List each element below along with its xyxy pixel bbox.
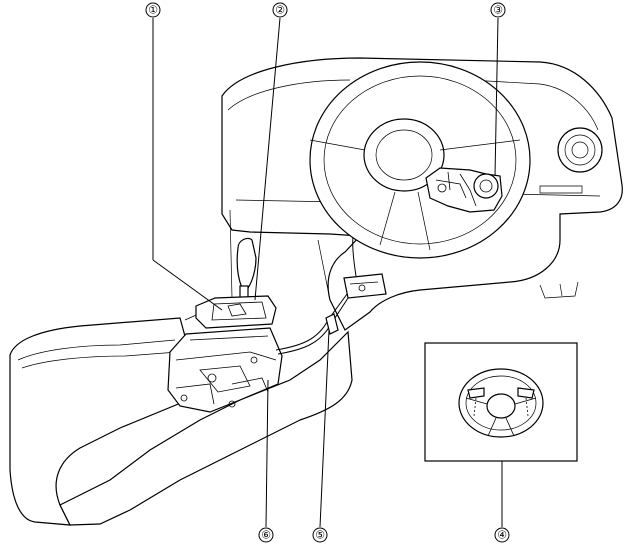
callout-4-label: ④ [497,529,507,542]
callout-6: ⑥ [258,527,274,543]
callout-5-label: ⑤ [315,529,325,542]
steering-paddle-inset [424,342,578,462]
callout-6-label: ⑥ [261,529,271,542]
callout-2: ② [272,2,288,18]
callout-1-label: ① [148,4,158,17]
callout-3: ③ [490,2,506,18]
shift-lever-assembly [167,237,283,413]
callout-1: ① [145,2,161,18]
leader-lines [152,17,503,528]
callout-2-label: ② [275,4,285,17]
callout-4: ④ [494,527,510,543]
callout-3-label: ③ [493,4,503,17]
paddle-switch-assembly [425,167,503,213]
callout-5: ⑤ [312,527,328,543]
